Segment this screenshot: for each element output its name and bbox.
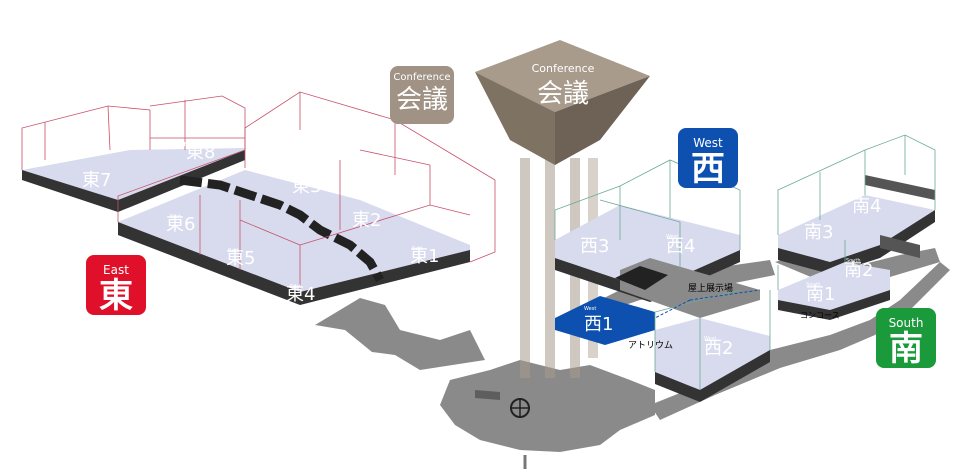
small-label-east: East [412,246,423,252]
south-upper-floor[interactable] [778,195,935,262]
hall-label-east2: 東2 [352,210,381,231]
plaza-notch [475,390,500,400]
tower-label-jp: 会議 [537,79,589,109]
east-walkway [315,298,485,370]
hall-label-south2: 南2 [844,260,873,281]
hall-label-east4: 東4 [286,284,315,305]
south-lower-floor[interactable] [778,262,890,310]
west-badge-en: West [693,136,723,150]
atrium-label: アトリウム [628,341,674,351]
south-wire [777,134,936,290]
hall-label-east5: 東5 [226,248,255,269]
west-rooftop-dark [615,266,668,290]
east-hall-7-edge [22,170,118,212]
central-plaza [440,360,655,452]
east-main-front-edge [118,222,300,305]
small-labels: East East East East East East West West … [170,142,861,342]
small-label-west: West [704,336,716,342]
small-label-west: West [666,234,678,240]
east-corridor [179,175,384,283]
small-label-east: East [294,176,305,182]
hall-label-west3: 西3 [580,236,609,257]
hall-label-west4: 西4 [666,236,695,257]
hall-label-east8: 東8 [186,142,215,163]
hall-labels: 東7 東8 東3 東6 東2 東5 東1 東4 西3 西4 西1 西2 南3 南… [82,142,881,359]
west-badge[interactable]: West 西 [678,128,738,188]
east-badge-jp: 東 [99,276,133,316]
conference-badge-jp: 会議 [395,85,448,115]
west-badge-jp: 西 [691,149,725,189]
tower-label-en: Conference [532,62,595,75]
concourse-label: コンコース [800,311,840,320]
east-badge-en: East [103,263,129,277]
west-lower-edge [655,350,770,402]
east-main-right-edge [300,250,470,305]
south-lower-edge [778,290,890,320]
east-badge[interactable]: East 東 [86,255,146,315]
east-halls [21,91,496,305]
hall-label-east1: 東1 [410,246,439,267]
south-dark-block [865,175,935,200]
small-label-east: East [170,214,181,220]
south-dark-block-2 [880,235,920,258]
hall-label-west1: 西1 [584,314,613,335]
hall-label-east3: 東3 [292,176,321,197]
west-upper-floor[interactable] [555,205,740,290]
south-badge-en: South [888,316,924,330]
hall-label-south3: 南3 [804,222,833,243]
west-hall-1[interactable] [555,296,655,345]
small-label-south: South [806,282,821,288]
south-badge-jp: 南 [889,329,923,369]
conference-badge-en: Conference [393,72,451,83]
small-label-east: East [184,142,195,148]
small-label-east: East [228,248,239,254]
west-halls [554,159,771,402]
small-label-west: West [584,306,596,312]
hall-label-east6: 東6 [166,214,195,235]
west-lower-floor[interactable] [655,318,770,390]
hall-label-south4: 南4 [852,196,881,217]
east-main-floor[interactable] [118,170,470,305]
small-label-south: South [846,258,861,264]
west-wire [554,159,771,390]
south-badge[interactable]: South 南 [876,308,936,368]
hall-label-west2: 西2 [704,338,733,359]
rooftop-label: 屋上展示場 [688,284,734,294]
hall-label-south1: 南1 [806,284,835,305]
small-label-east: East [290,284,301,290]
hall-label-east7: 東7 [82,170,111,191]
south-halls [777,134,936,320]
conference-badge[interactable]: Conference 会議 [390,66,454,124]
east-main-wire [117,91,496,292]
